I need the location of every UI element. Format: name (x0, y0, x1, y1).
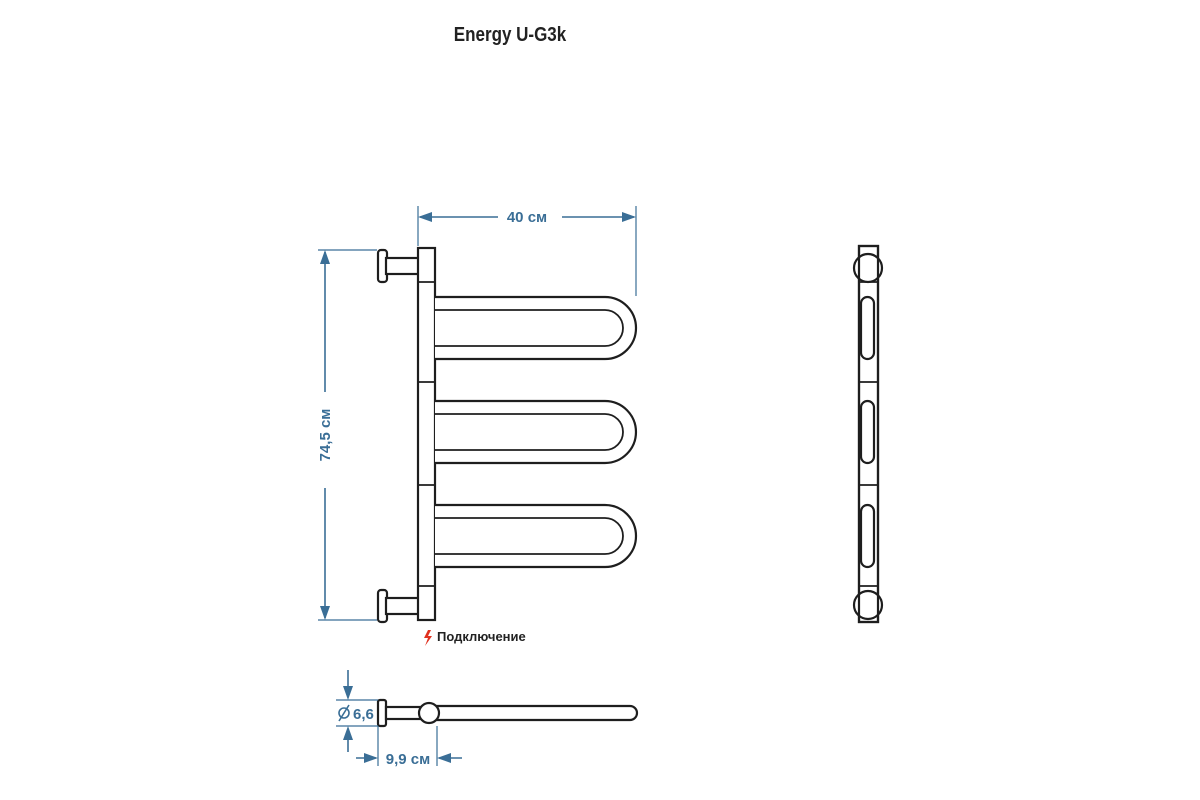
depth-label: 9,9 см (386, 751, 430, 768)
diameter-dimension: 6,6 (336, 670, 378, 752)
height-dimension: 74,5 см (317, 249, 377, 621)
top-view (376, 698, 639, 728)
bottom-wall-mount (376, 588, 422, 624)
product-title: Energy U-G3k (453, 24, 567, 46)
front-view: Подключение (376, 246, 638, 646)
diameter-symbol-icon (338, 704, 350, 722)
width-label: 40 см (507, 209, 547, 226)
swivel-bar-middle (435, 399, 638, 465)
depth-dimension: 9,9 см (356, 726, 462, 768)
connection-mark: Подключение (424, 629, 526, 646)
top-wall-mount (376, 248, 422, 284)
swivel-bar-top (435, 295, 638, 361)
vertical-collector (416, 246, 437, 622)
diameter-label: 6,6 (353, 706, 374, 723)
lightning-icon (424, 630, 432, 646)
side-view (852, 244, 884, 624)
connection-label: Подключение (437, 629, 526, 644)
swivel-bar-bottom (435, 503, 638, 569)
height-label: 74,5 см (317, 409, 334, 462)
width-dimension: 40 см (417, 206, 637, 296)
